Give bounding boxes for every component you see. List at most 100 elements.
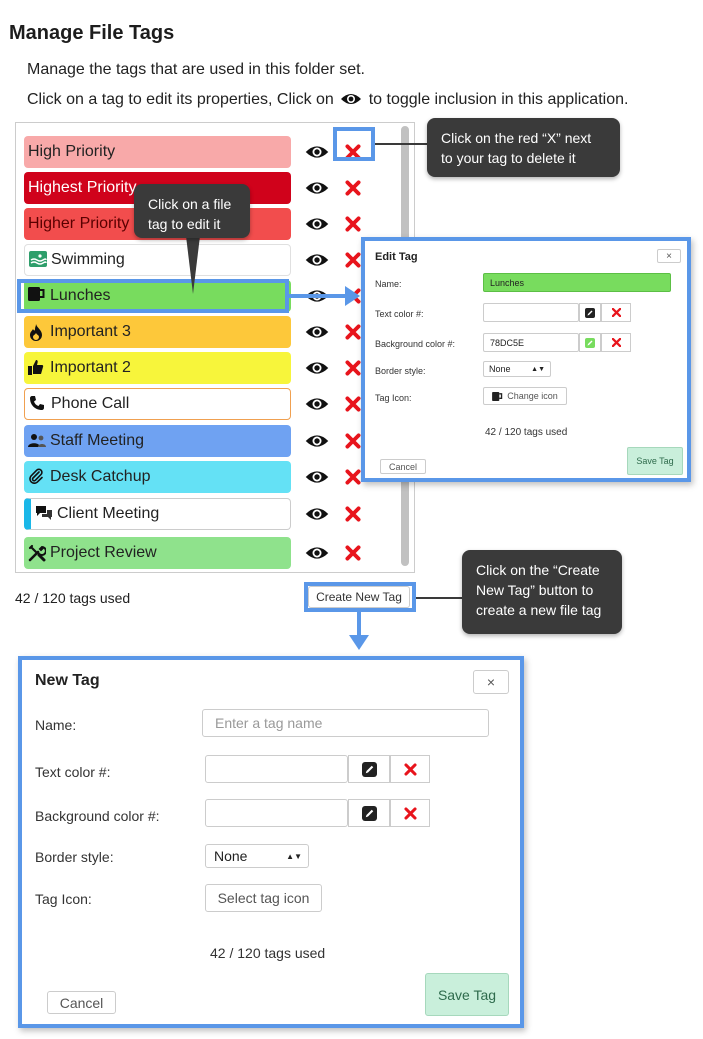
tools-icon <box>28 544 47 562</box>
mug-icon <box>492 391 503 401</box>
intro-instructions-end: to toggle inclusion in this application. <box>368 91 629 108</box>
toggle-visibility-eye-icon[interactable] <box>304 544 330 562</box>
tag-row[interactable]: Important 2 <box>24 352 291 384</box>
new-text-color-picker-button[interactable] <box>348 755 390 783</box>
delete-tag-icon[interactable] <box>345 506 361 522</box>
pencil-icon <box>361 805 377 821</box>
select-arrows-icon: ▲▼ <box>286 851 302 861</box>
new-save-tag-button[interactable]: Save Tag <box>425 973 509 1016</box>
edit-border-select[interactable]: None ▲▼ <box>483 361 551 377</box>
edit-text-color-clear-button[interactable] <box>601 303 631 322</box>
tag-label: Client Meeting <box>57 505 160 522</box>
close-icon <box>611 338 621 347</box>
tag-row[interactable]: Phone Call <box>24 388 291 420</box>
fire-icon <box>28 323 46 341</box>
tag-row[interactable]: Client Meeting <box>24 498 291 530</box>
tag-row[interactable]: High Priority <box>24 136 291 168</box>
close-icon <box>403 806 417 820</box>
toggle-visibility-eye-icon[interactable] <box>304 359 330 377</box>
tag-row[interactable]: Staff Meeting <box>24 425 291 457</box>
toggle-visibility-eye-icon[interactable] <box>304 323 330 341</box>
select-arrows-icon: ▲▼ <box>531 365 545 373</box>
edit-name-field[interactable]: Lunches <box>483 273 671 292</box>
new-border-select[interactable]: None ▲▼ <box>205 844 309 868</box>
edit-bg-color-label: Background color #: <box>375 339 456 349</box>
edit-text-color-field[interactable] <box>483 303 579 322</box>
create-callout: Click on the “Create New Tag” button to … <box>462 550 622 634</box>
edit-tag-dialog: Edit Tag × Name: Lunches Text color #: B… <box>361 237 691 482</box>
edit-text-color-label: Text color #: <box>375 309 424 319</box>
new-bg-color-clear-button[interactable] <box>390 799 430 827</box>
tag-label: Staff Meeting <box>50 432 144 449</box>
new-name-field[interactable]: Enter a tag name <box>202 709 489 737</box>
tag-label: Project Review <box>50 544 157 561</box>
delete-highlight-box <box>333 127 375 161</box>
toggle-visibility-eye-icon[interactable] <box>304 179 330 197</box>
delete-tag-icon[interactable] <box>345 252 361 268</box>
intro-instructions: Click on a tag to edit its properties, C… <box>27 91 628 112</box>
edit-border-label: Border style: <box>375 366 426 376</box>
edit-save-tag-button[interactable]: Save Tag <box>627 447 683 475</box>
toggle-visibility-eye-icon[interactable] <box>304 432 330 450</box>
delete-tag-icon[interactable] <box>345 324 361 340</box>
new-bg-color-field[interactable] <box>205 799 348 827</box>
change-icon-button-label: Change icon <box>507 391 558 401</box>
new-text-color-field[interactable] <box>205 755 348 783</box>
delete-tag-icon[interactable] <box>345 396 361 412</box>
delete-tag-icon[interactable] <box>345 360 361 376</box>
delete-tag-icon[interactable] <box>345 433 361 449</box>
new-name-label: Name: <box>35 717 77 733</box>
delete-callout: Click on the red “X” next to your tag to… <box>427 118 620 177</box>
tag-label: Phone Call <box>51 395 130 412</box>
toggle-visibility-eye-icon[interactable] <box>304 251 330 269</box>
edit-callout: Click on a file tag to edit it <box>134 184 250 238</box>
edit-bg-color-picker-button[interactable] <box>579 333 601 352</box>
change-icon-button[interactable]: Change icon <box>483 387 567 405</box>
toggle-visibility-eye-icon[interactable] <box>304 215 330 233</box>
edit-bg-color-clear-button[interactable] <box>601 333 631 352</box>
new-cancel-button[interactable]: Cancel <box>47 991 116 1014</box>
new-text-color-clear-button[interactable] <box>390 755 430 783</box>
paperclip-icon <box>28 468 46 486</box>
select-tag-icon-button[interactable]: Select tag icon <box>205 884 322 912</box>
delete-tag-icon[interactable] <box>345 144 361 160</box>
toggle-visibility-eye-icon[interactable] <box>304 468 330 486</box>
tag-label: Desk Catchup <box>50 468 151 485</box>
create-highlight-box <box>304 582 416 612</box>
delete-tag-icon[interactable] <box>345 545 361 561</box>
edit-tags-used-count: 42 / 120 tags used <box>485 427 568 438</box>
page-title: Manage File Tags <box>9 22 175 44</box>
new-text-color-label: Text color #: <box>35 764 111 780</box>
tag-row[interactable]: Important 3 <box>24 316 291 348</box>
toggle-visibility-eye-icon[interactable] <box>304 395 330 413</box>
new-bg-color-label: Background color #: <box>35 808 160 824</box>
new-bg-color-picker-button[interactable] <box>348 799 390 827</box>
tag-label: Important 3 <box>50 323 131 340</box>
tag-row[interactable]: Swimming <box>24 244 291 276</box>
tags-used-count: 42 / 120 tags used <box>15 590 131 606</box>
new-tags-used-count: 42 / 120 tags used <box>210 945 326 961</box>
toggle-visibility-eye-icon[interactable] <box>304 505 330 523</box>
edit-cancel-button[interactable]: Cancel <box>380 459 426 474</box>
tag-row[interactable]: Desk Catchup <box>24 461 291 493</box>
swimming-icon <box>29 251 47 269</box>
edit-bg-color-field[interactable]: 78DC5E <box>483 333 579 352</box>
delete-tag-icon[interactable] <box>345 180 361 196</box>
edit-text-color-picker-button[interactable] <box>579 303 601 322</box>
toggle-visibility-eye-icon[interactable] <box>304 143 330 161</box>
edit-dialog-close-button[interactable]: × <box>657 249 681 263</box>
tag-label: Lunches <box>50 287 111 304</box>
delete-tag-icon[interactable] <box>345 469 361 485</box>
tag-row[interactable]: Lunches <box>24 280 291 312</box>
new-dialog-close-button[interactable]: × <box>473 670 509 694</box>
tag-row[interactable]: Project Review <box>24 537 291 569</box>
tag-label: Important 2 <box>50 359 131 376</box>
chat-icon <box>35 505 53 523</box>
pencil-icon <box>585 307 595 318</box>
delete-tag-icon[interactable] <box>345 216 361 232</box>
create-new-tag-button[interactable]: Create New Tag <box>308 586 410 608</box>
new-border-label: Border style: <box>35 849 114 865</box>
lunches-highlight-box <box>17 279 289 313</box>
new-tag-dialog: New Tag × Name: Enter a tag name Text co… <box>18 656 524 1028</box>
